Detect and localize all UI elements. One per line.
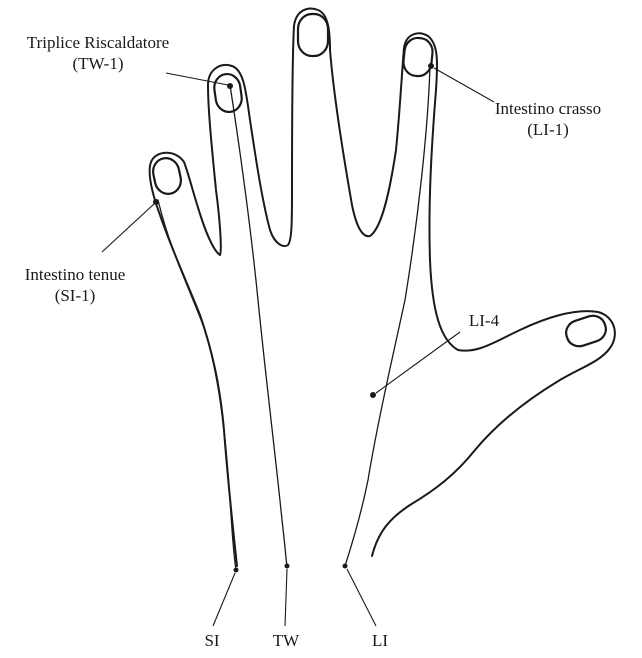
tw-meridian-label: TW — [266, 630, 306, 651]
pinky-nail — [151, 156, 184, 197]
ring-finger-nail — [212, 72, 243, 113]
li-4-code: LI-4 — [454, 310, 514, 331]
tw-meridian-line — [230, 85, 287, 566]
hand-outline — [150, 9, 615, 566]
thumb-nail — [563, 312, 609, 349]
li-1-leader — [434, 68, 494, 102]
tw-1-point — [227, 83, 233, 89]
li-bottom-leader — [347, 569, 376, 626]
li-1-code: (LI-1) — [478, 119, 618, 140]
li-4-label: LI-4 — [454, 310, 514, 331]
li-1-name: Intestino crasso — [478, 98, 618, 119]
tw-1-name: Triplice Riscaldatore — [14, 32, 182, 53]
index-finger-nail — [402, 37, 434, 78]
tw-1-leader — [166, 73, 228, 85]
li-meridian-label: LI — [362, 630, 398, 651]
li-4-leader — [376, 332, 460, 393]
si-end-point — [234, 568, 239, 573]
li-1-point — [428, 63, 434, 69]
si-meridian-label: SI — [194, 630, 230, 651]
tw-1-code: (TW-1) — [14, 53, 182, 74]
si-1-name: Intestino tenue — [4, 264, 146, 285]
si-meridian-line — [158, 200, 236, 570]
middle-finger-nail — [298, 14, 328, 56]
si-1-label: Intestino tenue (SI-1) — [4, 264, 146, 306]
tw-bottom-leader — [285, 569, 287, 626]
li-end-point — [343, 564, 348, 569]
si-bottom-leader — [213, 573, 235, 626]
tw-1-label: Triplice Riscaldatore (TW-1) — [14, 32, 182, 74]
tw-end-point — [285, 564, 290, 569]
li-1-label: Intestino crasso (LI-1) — [478, 98, 618, 140]
li-meridian-line — [345, 66, 430, 566]
si-1-leader — [102, 204, 154, 252]
li-4-point — [370, 392, 376, 398]
si-1-code: (SI-1) — [4, 285, 146, 306]
